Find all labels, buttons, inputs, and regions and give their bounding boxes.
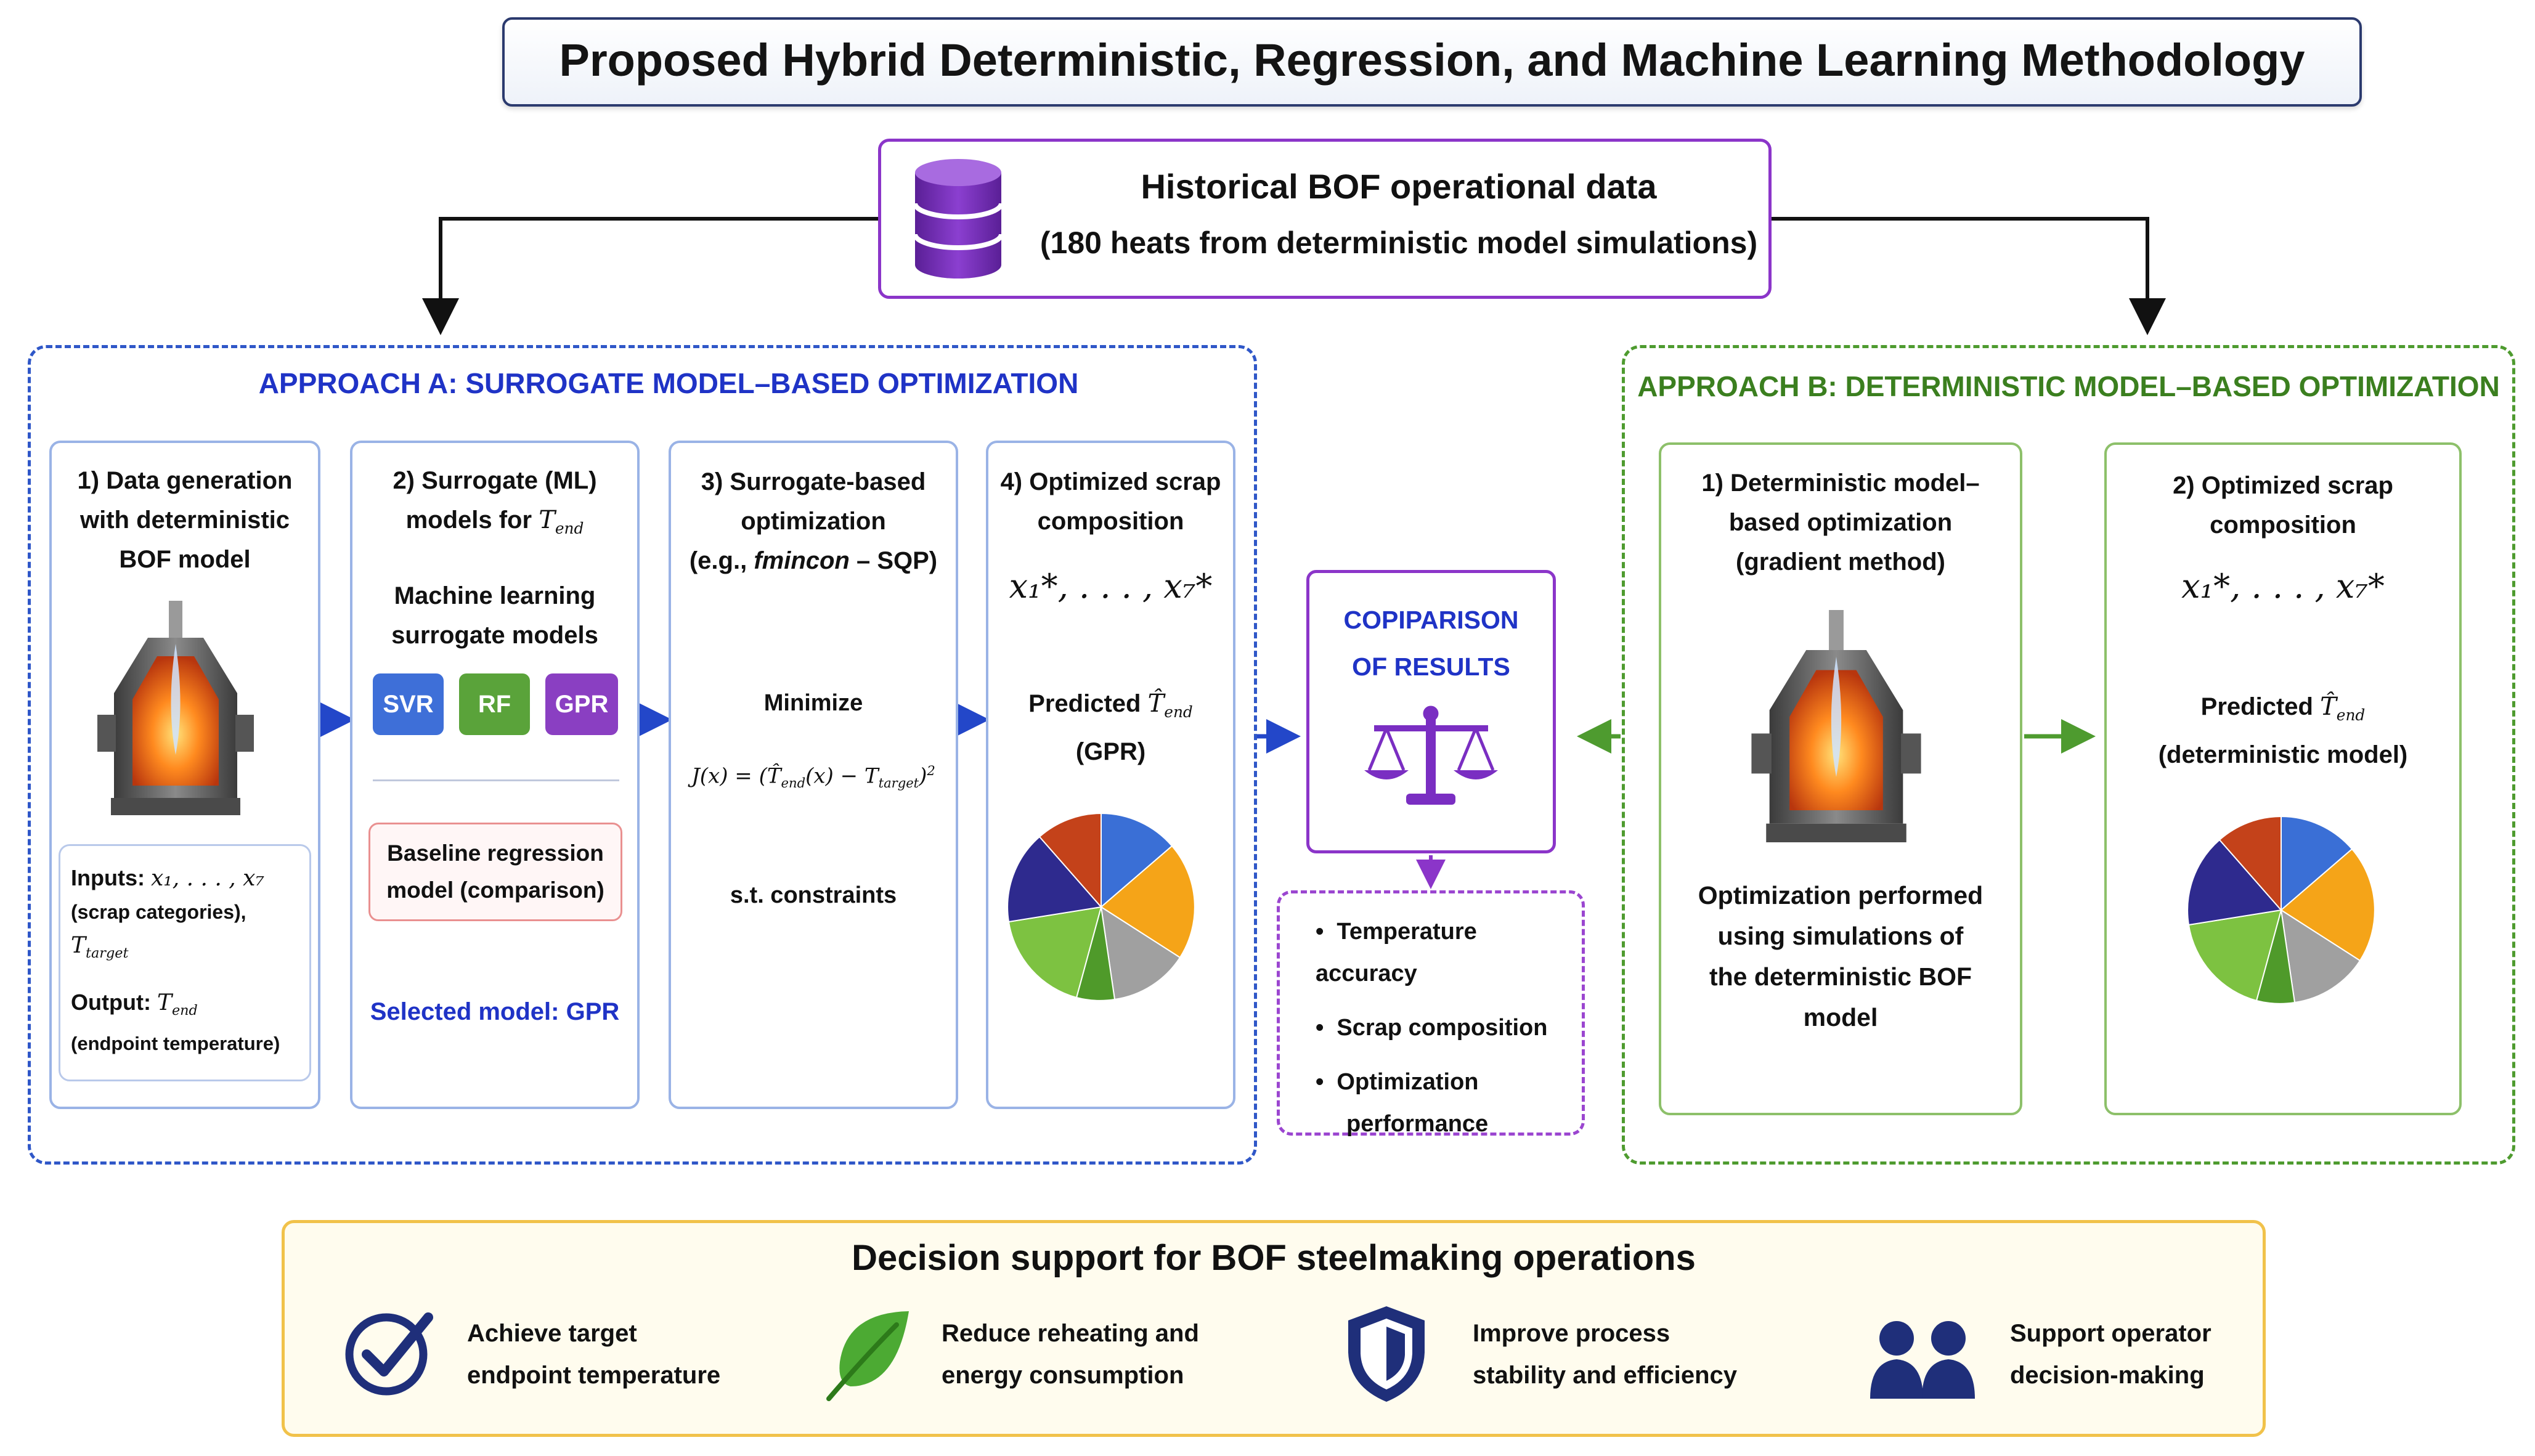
predicted-label-b: Predicted T̂end (deterministic model) <box>2158 693 2408 768</box>
historical-title: Historical BOF operational data <box>1141 167 1657 206</box>
rf-model-badge: RF <box>459 673 530 735</box>
comparison-criteria-box <box>1277 890 1585 1136</box>
title-banner <box>502 17 2362 107</box>
approach-b-title: APPROACH B: DETERMINISTIC MODEL–BASED OP… <box>1637 370 2500 402</box>
inputs-block: Inputs: x₁, . . . , x₇ (scrap categories… <box>71 865 264 962</box>
io-box <box>59 844 311 1081</box>
minimize-label: Minimize <box>763 690 863 716</box>
shield-icon <box>1348 1306 1425 1402</box>
criteria-item: • Optimization <box>1316 1069 1479 1095</box>
svr-model-badge: SVR <box>373 673 444 735</box>
criteria-item: • Scrap composition <box>1316 1015 1548 1041</box>
step-a3-title: 3) Surrogate-based optimization (e.g., f… <box>689 468 938 574</box>
benefit-improve-stability: Improve process stability and efficiency <box>1473 1320 1738 1389</box>
criteria-item: • Temperature accuracy <box>1316 919 1477 986</box>
criteria-item-cont: performance <box>1346 1111 1489 1137</box>
step-a4-title: 4) Optimized scrap composition <box>1000 468 1221 535</box>
decision-title: Decision support for BOF steelmaking ope… <box>852 1238 1696 1278</box>
approach-a-container <box>28 345 1257 1165</box>
bof-converter-icon <box>97 601 254 815</box>
leaf-icon <box>826 1311 909 1401</box>
historical-subtitle: (180 heats from deterministic model simu… <box>1040 226 1758 260</box>
optimized-vars-a: x₁*, . . . , x₇* <box>1009 567 1213 606</box>
optimized-vars-b: x₁*, . . . , x₇* <box>2181 567 2385 606</box>
scales-icon <box>1364 706 1498 805</box>
historical-data-box <box>878 139 1772 299</box>
gpr-model-badge: GPR <box>545 673 618 735</box>
approach-b-container <box>1622 345 2515 1165</box>
step-a2-title: 2) Surrogate (ML) models for Tend <box>393 467 597 537</box>
objective-formula: J(x) = (T̂end(x) − Ttarget)2 <box>691 763 935 791</box>
comparison-title: COPIPARISON OF RESULTS <box>1343 606 1519 681</box>
baseline-regression-label: Baseline regression model (comparison) <box>386 840 604 903</box>
benefit-target-temp: Achieve target endpoint temperature <box>467 1320 721 1389</box>
check-circle-icon <box>345 1312 433 1396</box>
benefit-reduce-reheating: Reduce reheating and energy consumption <box>942 1320 1199 1389</box>
scrap-pie-chart-a <box>1007 812 1195 1001</box>
constraints-label: s.t. constraints <box>730 882 897 908</box>
bof-converter-icon <box>1751 610 1921 842</box>
comparison-criteria-list: • Temperature accuracy • Scrap compositi… <box>1316 911 1574 1145</box>
step-a1-title: 1) Data generation with deterministic BO… <box>77 467 293 573</box>
ml-models-label: Machine learning surrogate models <box>391 582 598 649</box>
divider <box>373 779 619 781</box>
step-b1-title: 1) Deterministic model– based optimizati… <box>1701 470 1980 575</box>
step-b2-title: 2) Optimized scrap composition <box>2173 472 2393 539</box>
baseline-regression-box <box>368 823 622 921</box>
database-icon <box>913 159 1004 279</box>
benefit-support-operator: Support operator decision-making <box>2010 1320 2212 1389</box>
step-b1-description: Optimization performed using simulations… <box>1698 881 1984 1031</box>
step-a2-card <box>350 441 640 1109</box>
predicted-label-a: Predicted T̂end (GPR) <box>1028 689 1193 765</box>
people-icon <box>1870 1321 1975 1399</box>
selected-model-label: Selected model: GPR <box>370 998 620 1025</box>
output-block: Output: Tend (endpoint temperature) <box>71 990 280 1055</box>
step-a3-card <box>669 441 958 1109</box>
approach-a-title: APPROACH A: SURROGATE MODEL–BASED OPTIMI… <box>258 367 1079 399</box>
scrap-pie-chart-b <box>2187 815 2375 1004</box>
page-title: Proposed Hybrid Deterministic, Regressio… <box>559 35 2305 86</box>
